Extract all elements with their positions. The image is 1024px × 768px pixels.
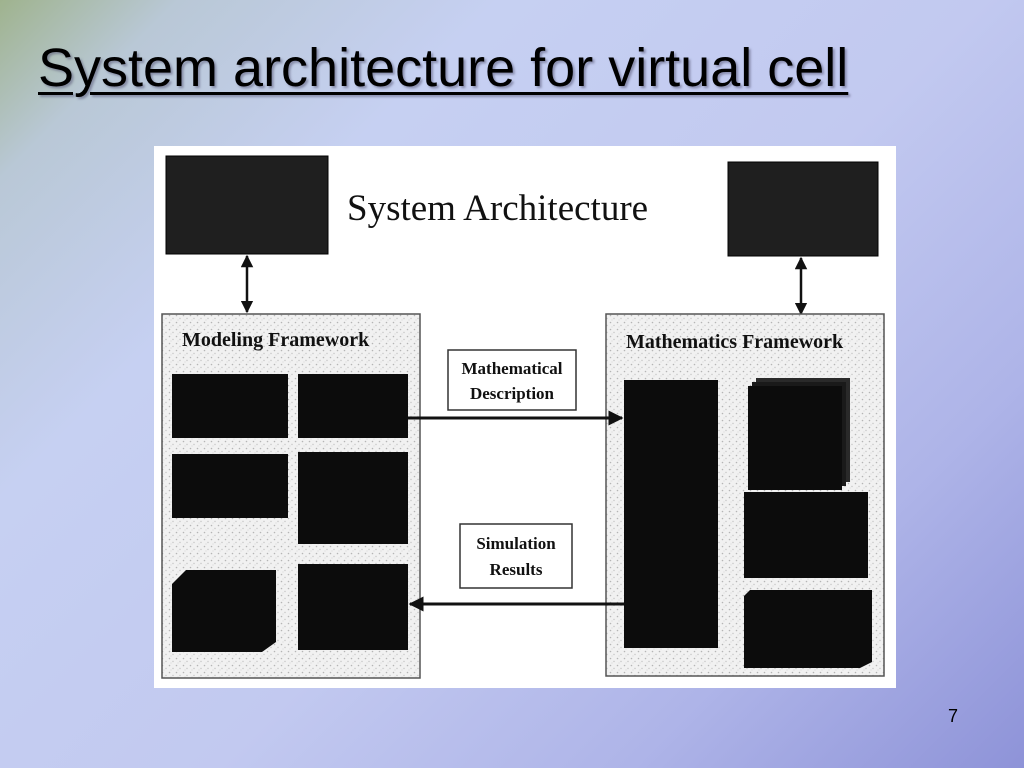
mathematical-description-box [447,349,577,411]
page-number: 7 [948,706,959,726]
mathematical-description-line1: Mathematical [461,359,562,378]
simulation-results-box [459,523,573,589]
mathematics-tall-block [624,380,718,648]
modeling-framework-label: Modeling Framework [182,329,370,351]
modeling-block [298,452,408,544]
top-left-block [165,155,329,255]
mathematics-block [748,386,842,490]
slide-title: System architecture for virtual cell [38,38,849,98]
modeling-block [172,570,276,652]
modeling-block [298,564,408,650]
simulation-results-line2: Results [490,560,543,579]
architecture-diagram: System Architecture Modeling Framework M… [154,146,896,688]
modeling-block [172,454,288,518]
mathematics-block [744,492,868,578]
top-right-block [727,161,879,257]
architecture-svg: System Architecture Modeling Framework M… [161,155,885,679]
modeling-block [298,374,408,438]
mathematics-framework-label: Mathematics Framework [626,331,844,353]
mathematical-description-line2: Description [470,384,555,403]
mathematics-block [744,590,872,668]
diagram-heading: System Architecture [347,188,648,229]
simulation-results-line1: Simulation [476,534,556,553]
modeling-block [172,374,288,438]
